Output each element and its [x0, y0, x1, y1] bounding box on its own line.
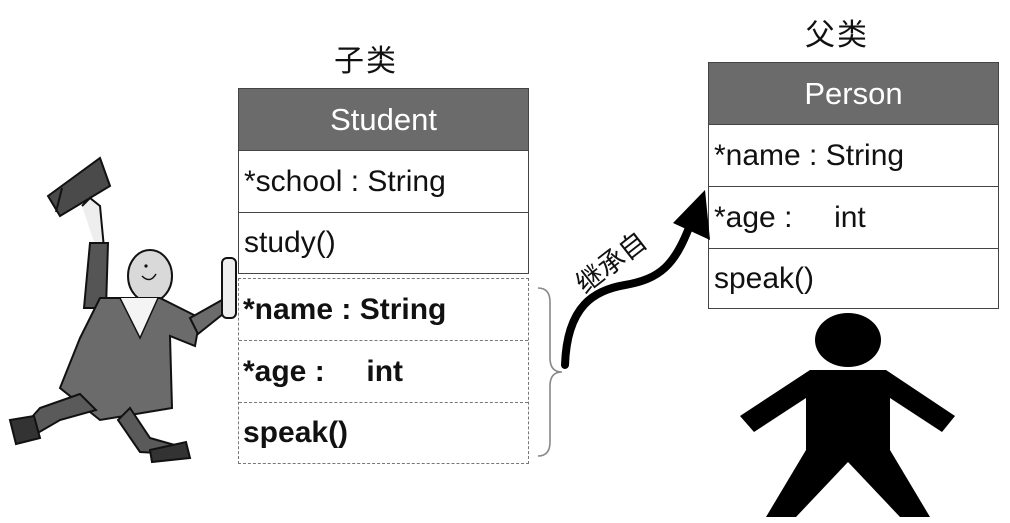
inherited-members-box: *name : String *age : int speak() [238, 278, 529, 464]
person-attribute-age: *age : int [709, 187, 998, 249]
inherited-attribute-age: *age : int [239, 341, 528, 403]
student-attribute-school: *school : String [239, 151, 528, 213]
curved-inheritance-arrow [561, 190, 710, 369]
curly-brace-icon [537, 287, 563, 457]
inherited-method-speak: speak() [243, 416, 349, 449]
person-method-speak: speak() [714, 261, 815, 295]
person-silhouette-icon [740, 313, 955, 517]
inherited-attribute-name: *name : String [239, 279, 528, 341]
superclass-caption: 父类 [805, 18, 869, 53]
student-method-study: study() [244, 226, 336, 259]
graduate-student-illustration [8, 156, 237, 464]
student-class-name: Student [239, 89, 528, 151]
person-attribute-name: *name : String [709, 125, 998, 187]
person-class-box: Person *name : String *age : int speak() [708, 62, 999, 309]
person-class-name: Person [709, 63, 998, 125]
subclass-caption: 子类 [334, 44, 398, 79]
student-class-box: Student *school : String study() [238, 88, 529, 274]
